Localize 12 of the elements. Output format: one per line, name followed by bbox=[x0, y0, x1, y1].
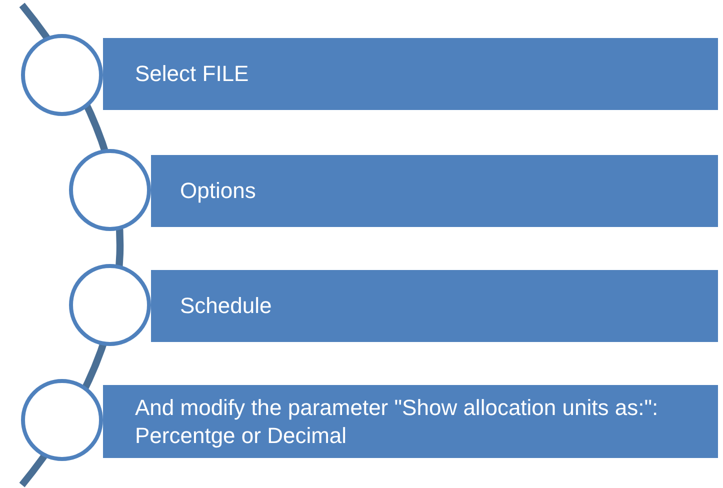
list-bar bbox=[103, 38, 718, 110]
list-bar bbox=[151, 270, 718, 342]
circle-marker bbox=[69, 149, 151, 231]
item-text: And modify the parameter "Show allocation units as:": Percentge or Decimal bbox=[135, 394, 660, 449]
circle-marker bbox=[21, 34, 103, 116]
item-text: Schedule bbox=[180, 292, 272, 320]
list-bar bbox=[151, 155, 718, 227]
list-bar bbox=[103, 385, 718, 458]
circle-marker bbox=[69, 264, 151, 346]
item-text: Options bbox=[180, 177, 256, 205]
item-text: Select FILE bbox=[135, 60, 249, 88]
circle-marker bbox=[21, 379, 103, 461]
